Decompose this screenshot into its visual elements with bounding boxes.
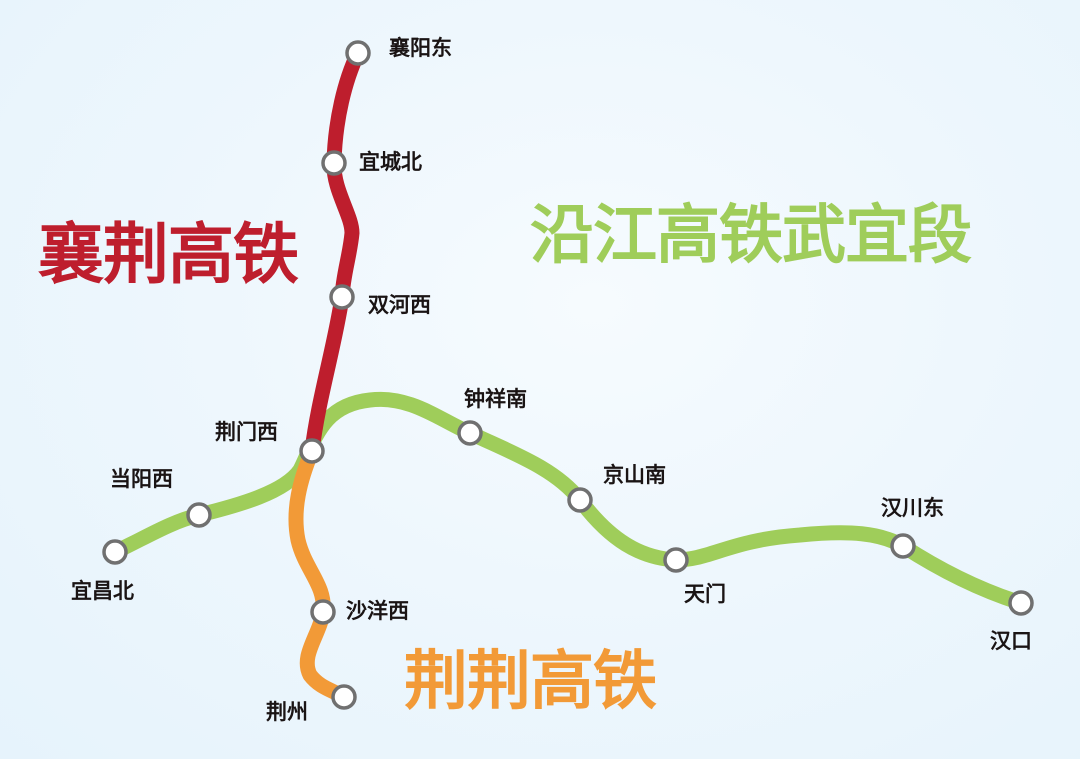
label-xiangyang-east: 襄阳东 xyxy=(389,35,452,60)
station-jingzhou[interactable] xyxy=(331,684,357,710)
station-shuanghe-west[interactable] xyxy=(329,284,355,310)
station-tianmen[interactable] xyxy=(663,547,689,573)
title-yanjiang-line: 沿江高铁武宜段 xyxy=(530,199,972,273)
title-jingjing-line: 荆荆高铁 xyxy=(404,645,657,719)
label-jingzhou: 荆州 xyxy=(266,699,308,724)
label-dangyang-west: 当阳西 xyxy=(110,466,173,491)
xiangjing-line xyxy=(304,45,366,459)
station-jingshan-south[interactable] xyxy=(567,487,593,513)
station-yichang-north[interactable] xyxy=(102,539,128,565)
label-shayang-west: 沙洋西 xyxy=(346,598,409,623)
jingjing-line xyxy=(288,443,352,705)
label-zhongxiang-south: 钟祥南 xyxy=(464,386,527,411)
label-yichang-north: 宜昌北 xyxy=(71,578,134,603)
label-tianmen: 天门 xyxy=(684,581,726,606)
station-dangyang-west[interactable] xyxy=(186,502,212,528)
label-hankou: 汉口 xyxy=(990,628,1032,653)
title-xiangjing-line: 襄荆高铁 xyxy=(38,216,299,293)
label-jingshan-south: 京山南 xyxy=(603,462,666,487)
yanjiang-line xyxy=(107,391,1029,611)
label-jingmen-west: 荆门西 xyxy=(215,419,278,444)
station-hanchuan-east[interactable] xyxy=(890,533,916,559)
label-shuanghe-west: 双河西 xyxy=(368,292,431,317)
station-zhongxiang-south[interactable] xyxy=(457,420,483,446)
station-jingmen-west[interactable] xyxy=(299,438,325,464)
station-yicheng-north[interactable] xyxy=(321,150,347,176)
station-xiangyang-east[interactable] xyxy=(345,40,371,66)
label-yicheng-north: 宜城北 xyxy=(359,149,422,174)
station-shayang-west[interactable] xyxy=(310,599,336,625)
station-hankou[interactable] xyxy=(1008,590,1034,616)
label-hanchuan-east: 汉川东 xyxy=(881,495,944,520)
